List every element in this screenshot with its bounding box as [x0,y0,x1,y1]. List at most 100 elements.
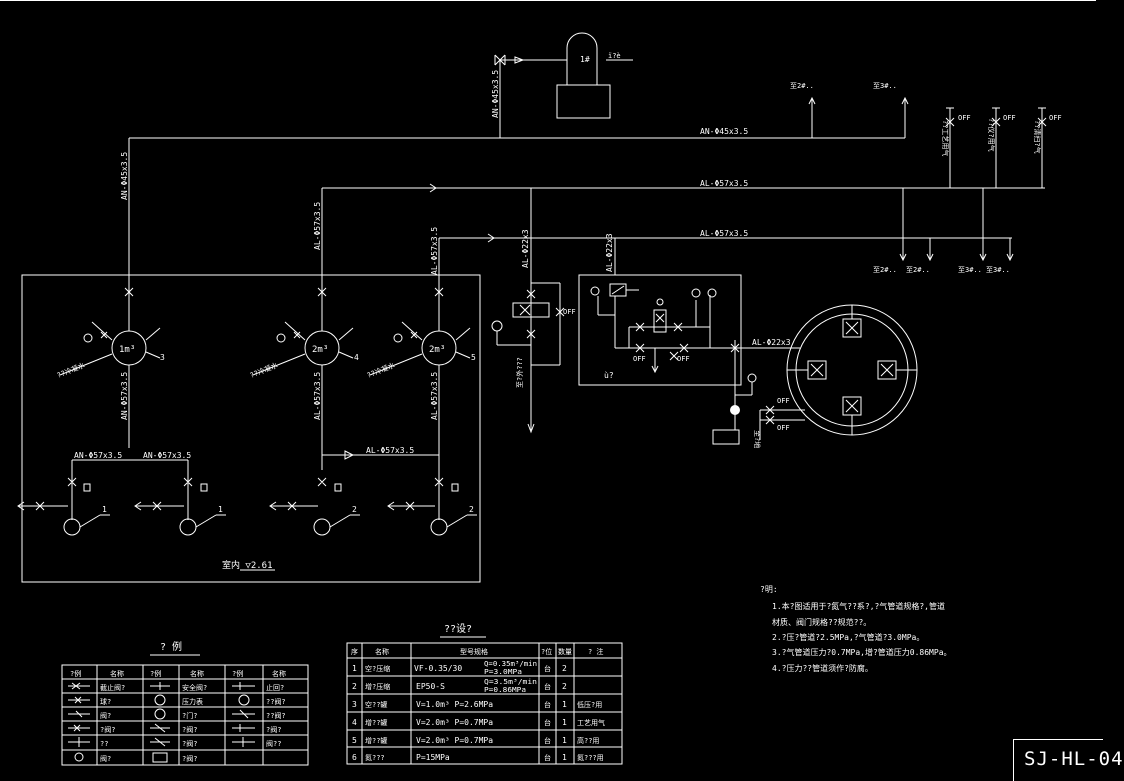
svg-text:OFF: OFF [677,355,690,363]
svg-text:5: 5 [471,353,476,362]
svg-text:?阀?: ?阀? [182,739,197,748]
svg-text:止回?: 止回? [266,683,284,692]
svg-text:增?压缩: 增?压缩 [365,682,390,691]
svg-text:3: 3 [352,700,357,709]
pipe-label: AL-Φ57x3.5 [700,229,748,238]
svg-text:OFF: OFF [1049,114,1062,122]
pipe-label: AN-Φ45x3.5 [491,70,500,118]
svg-text:?阀?: ?阀? [182,725,197,734]
svg-text:??: ?? [100,740,108,748]
svg-text:1: 1 [562,736,567,745]
svg-text:序: 序 [351,647,358,656]
svg-text:至2#..: 至2#.. [873,266,897,274]
svg-text:2: 2 [469,505,474,514]
svg-text:1: 1 [102,505,107,514]
top-compressor: 1# ï?è [494,32,633,119]
svg-text:台: 台 [544,700,551,709]
svg-text:4: 4 [354,353,359,362]
svg-text:EP50-S: EP50-S [416,682,445,691]
svg-text:? 例: ? 例 [160,640,182,653]
svg-text:2m³: 2m³ [312,345,328,355]
svg-text:V=1.0m³ P=2.6MPa: V=1.0m³ P=2.6MPa [416,700,493,709]
tank-1: 1m³ AN-Φ57x3.5 3 ??冷凝水 [55,287,165,448]
svg-text:?位: ?位 [541,647,552,656]
svg-text:OFF: OFF [777,397,790,405]
svg-text:空??罐: 空??罐 [365,700,387,709]
svg-text:AL-Φ57x3.5: AL-Φ57x3.5 [313,372,322,420]
svg-text:4.?压力??管道须作?防腐。: 4.?压力??管道须作?防腐。 [772,663,873,673]
svg-text:至3#..: 至3#.. [986,266,1010,274]
pipe-label: AL-Φ57x3.5 [700,179,748,188]
svg-text:?阀?: ?阀? [266,725,281,734]
svg-text:??阀?: ??阀? [266,697,286,706]
legend-table: ? 例 ?例 名称 ?例 名称 ?例 名称 截止阀? 安全阀? 止回? 球? 压… [61,640,309,766]
svg-text:1: 1 [562,700,567,709]
svg-text:?阀?: ?阀? [182,754,197,763]
svg-text:??冷凝水: ??冷凝水 [55,360,86,379]
tank-3: 2m³ AL-Φ57x3.5 5 ??冷凝水 [365,287,476,470]
svg-text:名称: 名称 [190,669,204,678]
svg-text:1: 1 [218,505,223,514]
svg-text:?门?: ?门? [182,711,197,720]
svg-text:?例: ?例 [70,669,81,678]
svg-text:安全阀?: 安全阀? [182,683,207,692]
svg-text:2: 2 [562,682,567,691]
pipe-label: AL-Φ22x3 [521,229,530,268]
svg-text:1: 1 [562,718,567,727]
equipment-table: ??设? 序 名称 型号规格 ?位 数量 ? 注 1 空?压缩 VF-0.35/… [346,623,623,765]
svg-text:材质、阀门规格??规范??。: 材质、阀门规格??规范??。 [772,617,871,627]
pipe-label: AL-Φ57x3.5 [313,202,322,250]
svg-text:名称: 名称 [272,669,286,678]
svg-text:台: 台 [544,718,551,727]
svg-text:?例: ?例 [150,669,161,678]
svg-text:数量: 数量 [558,647,572,656]
svg-text:??工艺用气: ??工艺用气 [941,120,950,156]
destination-label: 至3#.. [873,82,897,90]
svg-text:空?压缩: 空?压缩 [365,664,390,673]
piping-diagram: 1# ï?è AN-Φ45x3.5 AN-Φ45x3.5 AN-Φ45x3.5 … [0,0,1096,766]
notes: ?明: 1.本?图适用于?氮气??系?,?气管道规格?,管道 材质、阀门规格??… [760,585,952,673]
svg-text:?阀?: ?阀? [100,725,115,734]
svg-text:1.本?图适用于?氮气??系?,?气管道规格?,管道: 1.本?图适用于?氮气??系?,?气管道规格?,管道 [772,601,945,611]
pipe-label: AL-Φ57x3.5 [366,446,414,455]
svg-text:阀?: 阀? [100,754,111,763]
svg-text:增??罐: 增??罐 [365,718,387,727]
pipe-label: AN-Φ45x3.5 [700,127,748,136]
svg-text:型号规格: 型号规格 [460,647,488,656]
dryer-group: OFF 至?外??? [491,282,576,434]
svg-text:至3#..: 至3#.. [958,266,982,274]
pipe-label: AL-Φ57x3.5 [430,227,439,275]
svg-text:台: 台 [544,682,551,691]
pipe-label: AL-Φ22x3 [605,233,614,272]
box-internals: OFF OFF [590,283,735,374]
svg-text:VF-0.35/30: VF-0.35/30 [414,664,462,673]
svg-text:台: 台 [544,664,551,673]
drawing-number-box: SJ-HL-04 [1013,739,1123,781]
svg-text:至?地: 至?地 [753,430,762,448]
svg-text:P=15MPa: P=15MPa [416,753,450,762]
drawing-number: SJ-HL-04 [1024,748,1124,770]
svg-text:Q=0.35m³/min: Q=0.35m³/min [484,660,537,668]
ring-vessel [786,304,918,436]
right-drops: OFF OFF OFF ??工艺用气 ??仪?用气 ??清扫?气 至2#.. 至… [873,107,1062,274]
svg-text:名称: 名称 [375,647,389,656]
svg-text:??冷凝水: ??冷凝水 [248,360,279,379]
svg-text:P=3.0MPa: P=3.0MPa [484,668,522,676]
svg-text:6: 6 [352,753,357,762]
svg-text:V=2.0m³ P=0.7MPa: V=2.0m³ P=0.7MPa [416,736,493,745]
svg-text:2: 2 [352,682,357,691]
svg-text:1: 1 [562,753,567,762]
svg-text:低压?用: 低压?用 [577,700,602,709]
svg-text:截止阀?: 截止阀? [100,683,125,692]
svg-text:??阀?: ??阀? [266,711,286,720]
svg-text:台: 台 [544,736,551,745]
destination-label: 至2#.. [790,82,814,90]
compressor-label: 1# [580,55,590,64]
svg-text:OFF: OFF [563,308,576,316]
svg-text:压力表: 压力表 [182,697,203,706]
svg-text:阀??: 阀?? [266,739,281,748]
svg-text:3: 3 [160,353,165,362]
svg-text:至?外???: 至?外??? [515,357,524,388]
svg-text:1: 1 [352,664,357,673]
svg-text:工艺用气: 工艺用气 [577,718,605,727]
